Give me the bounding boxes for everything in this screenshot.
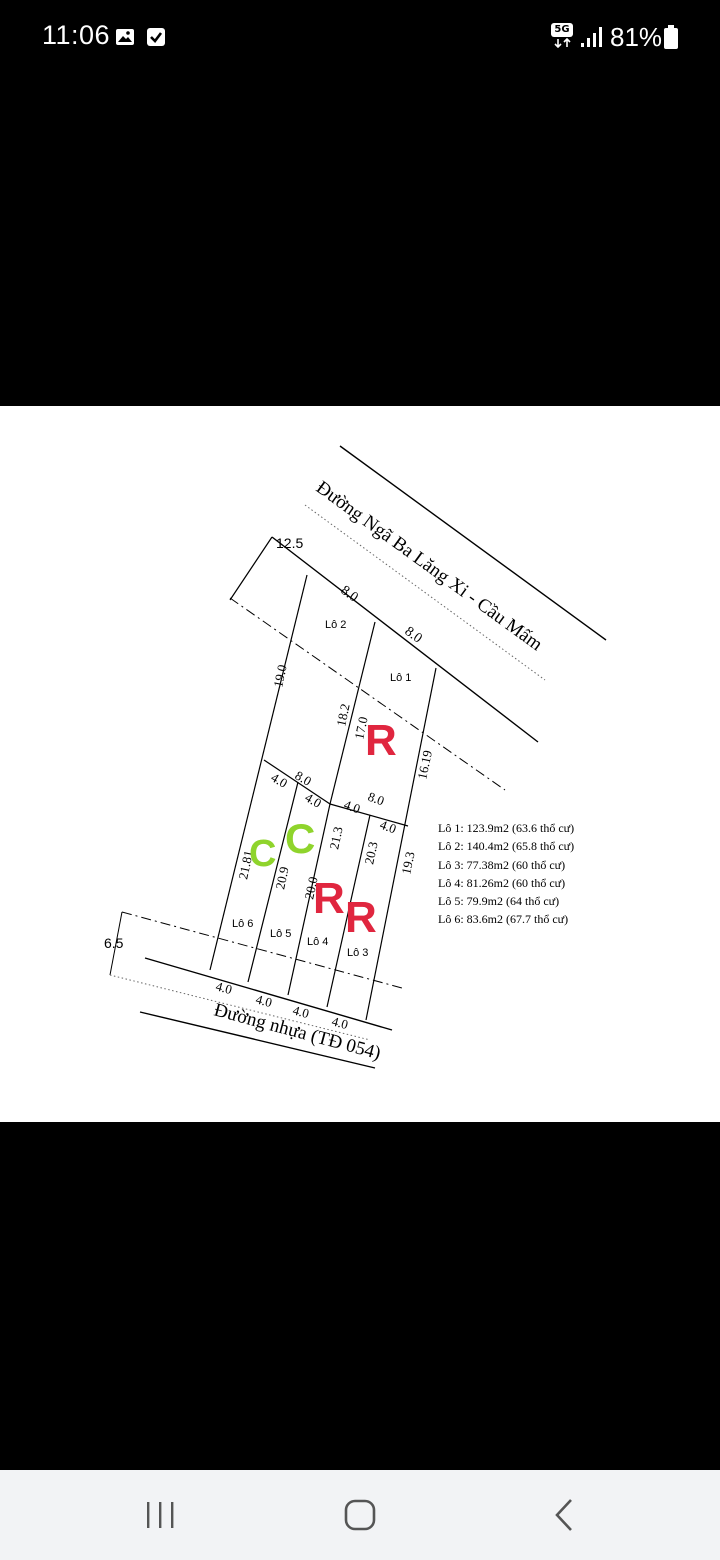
dim-v-18-2: 18.2 [333,702,352,727]
dim-6-5: 6.5 [104,935,124,951]
back-icon[interactable] [533,1492,593,1538]
lot5-lot6-divider [247,781,299,983]
lot-2-label: Lô 2 [325,619,346,631]
lot1-lot2-divider [329,621,376,805]
bottom-boundary-line [144,957,393,1031]
area-lot-5: Lô 5: 79.9m2 (64 thổ cư) [438,894,559,908]
mark-c-lot-6: C [249,833,276,875]
left-boundary-line [209,574,308,971]
area-lot-2: Lô 2: 140.4m2 (65.8 thổ cư) [438,839,574,853]
gallery-notification-icon [116,29,134,45]
home-icon[interactable] [330,1492,390,1538]
dim-v-19-0: 19.0 [270,663,289,688]
mark-r-lot-1: R [365,716,397,765]
dim-mid-a: 8.0 [293,768,315,789]
dim-mid-c3: 4.0 [342,797,362,817]
lot-1-label: Lô 1 [390,672,411,684]
top-road-dotted-line [304,504,546,681]
lot-5-label: Lô 5 [270,928,291,940]
mark-c-lot-5: C [285,815,315,862]
front-boundary-line [271,536,539,743]
dim-mid-c4: 4.0 [378,817,398,837]
dim-bottom-3: 4.0 [291,1002,311,1021]
mid-line-left [263,759,331,805]
dim-mid-c2: 4.0 [303,790,325,811]
bottom-dotted-line [109,974,371,1041]
area-legend: Lô 1: 123.9m2 (63.6 thổ cư) Lô 2: 140.4m… [438,821,574,926]
lot-4-label: Lô 4 [307,936,328,948]
lot4-lot5-divider [287,803,331,996]
dim-v-20-9: 20.9 [272,865,291,890]
dim-mid-c1: 4.0 [269,770,291,791]
task-check-notification-icon [147,28,165,46]
bottom-road-edge-line [139,1011,376,1069]
data-arrows-icon [554,38,571,48]
battery-percentage: 81% [610,22,663,52]
mark-r-lot-4: R [313,874,345,923]
clock: 11:06 [42,20,111,50]
dim-bottom-1: 4.0 [214,978,234,997]
dim-12-5: 12.5 [276,535,303,551]
lot3-lot4-divider [326,814,371,1008]
setback-line-top [229,597,506,791]
status-bar: 11:06 5G 81% [0,0,720,76]
dim-top-b: 8.0 [402,624,425,646]
dim-mid-b: 8.0 [366,789,386,809]
dim-bottom-2: 4.0 [254,991,274,1010]
setback-line-bottom [121,911,403,989]
dim-v-20-0: 20.0 [301,875,320,900]
dim-v-17-0: 17.0 [351,715,370,740]
mid-line-right [329,803,409,827]
lot-6-label: Lô 6 [232,918,253,930]
battery-icon [664,25,678,49]
lot-3-label: Lô 3 [347,947,368,959]
navigation-bar [0,1470,720,1560]
dim-v-19-3: 19.3 [398,850,417,875]
recent-apps-icon[interactable] [130,1492,190,1538]
top-road-label: Đường Ngã Ba Lăng Xi - Cầu Mấm [312,477,546,655]
dim-v-21-3: 21.3 [326,825,345,850]
plot-plan-drawing: Đường Ngã Ba Lăng Xi - Cầu Mấm Đường nhự… [104,445,607,1069]
corner-line [229,536,273,601]
setback-left-edge [109,911,123,976]
image-viewer[interactable]: Đường Ngã Ba Lăng Xi - Cầu Mấm Đường nhự… [0,406,720,1122]
area-lot-4: Lô 4: 81.26m2 (60 thổ cư) [438,876,565,890]
signal-strength-icon [581,27,602,47]
dim-v-20-3: 20.3 [361,840,380,865]
right-boundary-line [365,667,437,1021]
dim-v-16-19: 16.19 [414,749,435,781]
area-lot-3: Lô 3: 77.38m2 (60 thổ cư) [438,858,565,872]
area-lot-6: Lô 6: 83.6m2 (67.7 thổ cư) [438,912,568,926]
dim-v-21-81: 21.81 [235,849,256,881]
mark-r-lot-3: R [345,893,377,942]
top-road-edge-line [339,445,607,641]
area-lot-1: Lô 1: 123.9m2 (63.6 thổ cư) [438,821,574,835]
dim-bottom-4: 4.0 [330,1013,350,1032]
network-type-badge: 5G [551,23,573,37]
